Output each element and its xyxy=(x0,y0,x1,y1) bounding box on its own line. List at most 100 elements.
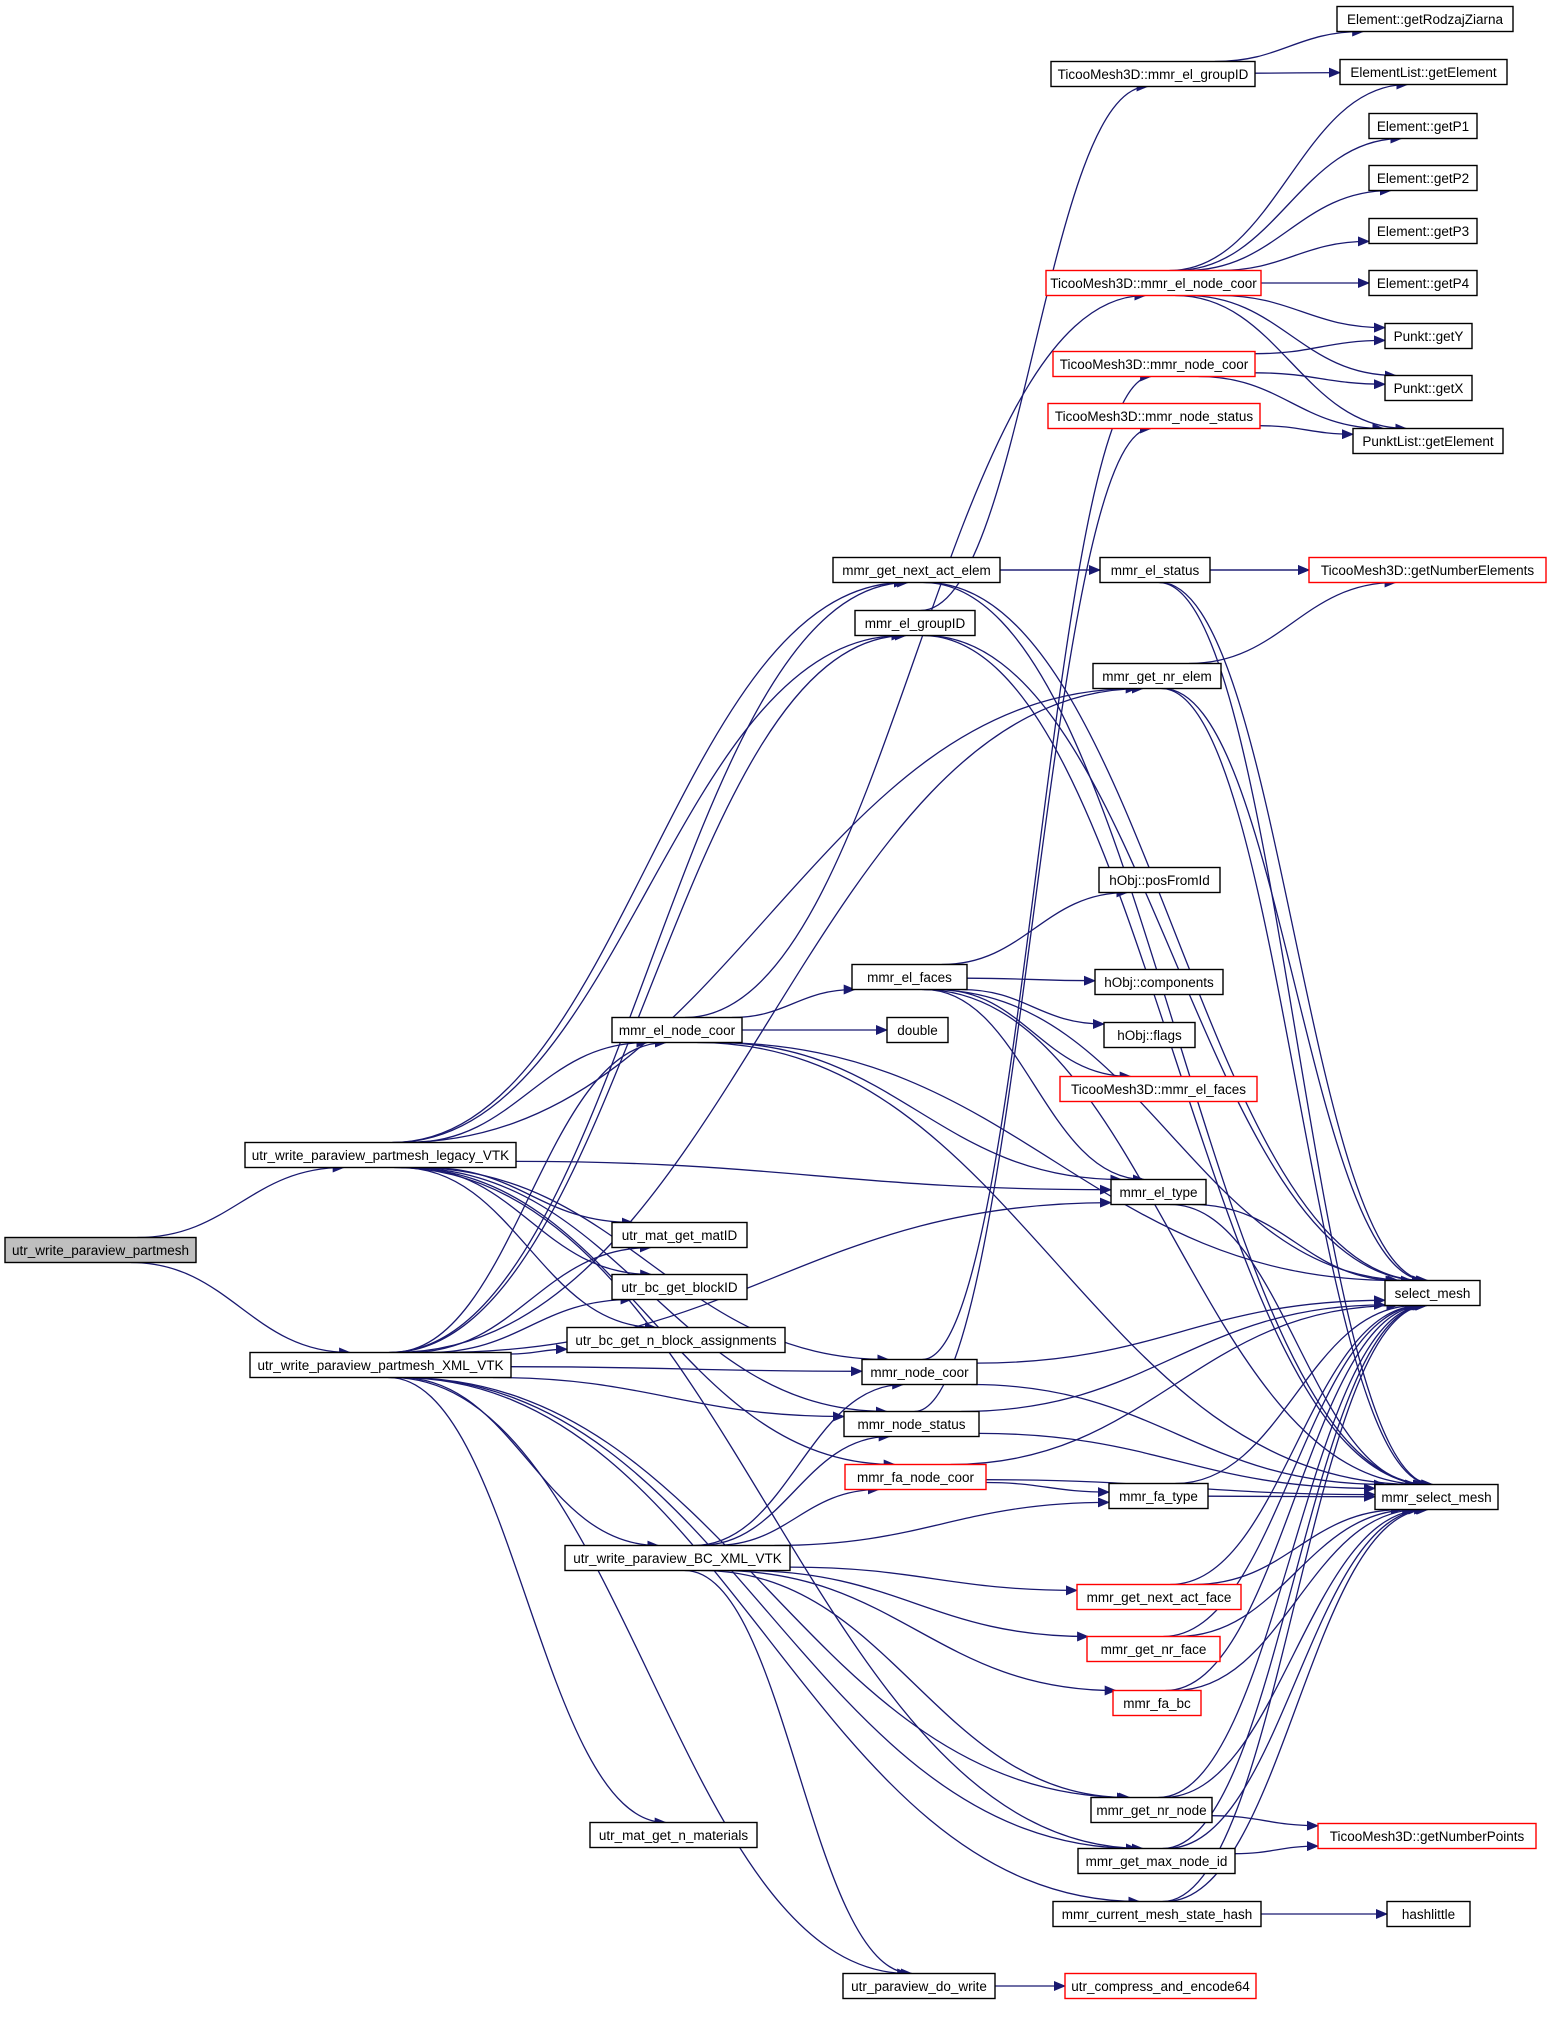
node-nrface[interactable]: mmr_get_nr_face xyxy=(1086,1635,1221,1663)
node-elgroupid[interactable]: mmr_el_groupID xyxy=(854,609,976,637)
node-root[interactable]: utr_write_paraview_partmesh xyxy=(4,1236,197,1264)
node-label: mmr_fa_node_coor xyxy=(857,1470,975,1485)
edge-arrow xyxy=(510,1344,568,1355)
node-label: mmr_el_groupID xyxy=(865,616,966,631)
node-box xyxy=(249,1351,512,1379)
edge-arrow xyxy=(920,81,1149,612)
node-punktlist[interactable]: PunktList::getElement xyxy=(1352,427,1504,455)
edge-nodecoor-to-selectmesh xyxy=(976,1295,1386,1364)
node-tmelfaces[interactable]: TicooMesh3D::mmr_el_faces xyxy=(1059,1075,1258,1103)
node-numelems[interactable]: TicooMesh3D::getNumberElements xyxy=(1308,556,1547,584)
node-matid[interactable]: utr_mat_get_matID xyxy=(611,1221,748,1249)
node-hashlittle[interactable]: hashlittle xyxy=(1386,1900,1471,1928)
edge-arrow xyxy=(941,887,1129,966)
node-getp4[interactable]: Element::getP4 xyxy=(1368,269,1478,297)
node-components[interactable]: hObj::components xyxy=(1094,968,1224,996)
node-tmelnodecoor[interactable]: TicooMesh3D::mmr_el_node_coor xyxy=(1045,269,1262,297)
node-nextactelem[interactable]: mmr_get_next_act_elem xyxy=(832,556,1001,584)
edge-root-to-xml xyxy=(130,1261,352,1358)
node-getp3[interactable]: Element::getP3 xyxy=(1368,217,1478,245)
node-getp2[interactable]: Element::getP2 xyxy=(1368,164,1478,192)
edge-hash-to-mmrselect xyxy=(1165,1504,1430,1903)
node-label: mmr_fa_type xyxy=(1119,1489,1198,1504)
node-box xyxy=(842,1972,996,2000)
node-box xyxy=(611,1273,748,1301)
edge-arrow xyxy=(401,1166,896,1470)
node-tmnodecoor[interactable]: TicooMesh3D::mmr_node_coor xyxy=(1052,350,1256,378)
node-box xyxy=(1108,1482,1209,1510)
edge-arrow xyxy=(1158,581,1434,1490)
edge-arrow xyxy=(924,634,1424,1286)
node-mmrselect[interactable]: mmr_select_mesh xyxy=(1374,1483,1499,1511)
node-label: utr_write_paraview_BC_XML_VTK xyxy=(573,1551,782,1566)
edge-arrow xyxy=(1163,1300,1424,1638)
node-flags[interactable]: hObj::flags xyxy=(1103,1021,1196,1049)
node-selectmesh[interactable]: select_mesh xyxy=(1384,1279,1481,1307)
node-numpoints[interactable]: TicooMesh3D::getNumberPoints xyxy=(1317,1822,1537,1850)
node-eltype[interactable]: mmr_el_type xyxy=(1110,1178,1207,1206)
edge-eltype-to-selectmesh xyxy=(1192,1203,1400,1286)
node-bcxml[interactable]: utr_write_paraview_BC_XML_VTK xyxy=(564,1544,791,1572)
edge-xml-to-matid xyxy=(409,1242,652,1354)
node-legacy[interactable]: utr_write_paraview_partmesh_legacy_VTK xyxy=(244,1141,517,1169)
node-nrelem[interactable]: mmr_get_nr_elem xyxy=(1092,662,1222,690)
edge-arrow xyxy=(1192,1203,1400,1286)
node-ellistget[interactable]: ElementList::getElement xyxy=(1339,58,1508,86)
node-elstatus[interactable]: mmr_el_status xyxy=(1099,556,1211,584)
edge-arrow xyxy=(1170,1300,1423,1586)
edge-arrow xyxy=(1158,1300,1427,1799)
node-double[interactable]: double xyxy=(886,1016,949,1044)
edge-maxnode-to-mmrselect xyxy=(1166,1504,1428,1850)
node-getp1[interactable]: Element::getP1 xyxy=(1368,112,1478,140)
node-maxnode[interactable]: mmr_get_max_node_id xyxy=(1077,1847,1236,1875)
node-tmnodestatus[interactable]: TicooMesh3D::mmr_node_status xyxy=(1047,402,1261,430)
node-nodestatus[interactable]: mmr_node_status xyxy=(843,1410,980,1438)
node-label: mmr_el_status xyxy=(1111,563,1200,578)
edge-root-to-legacy xyxy=(137,1162,345,1239)
node-xml[interactable]: utr_write_paraview_partmesh_XML_VTK xyxy=(249,1351,512,1379)
edge-nrelem-to-numelems xyxy=(1188,577,1397,665)
node-box xyxy=(1059,1075,1258,1103)
node-label: Element::getP3 xyxy=(1377,224,1469,239)
node-label: utr_write_paraview_partmesh_XML_VTK xyxy=(257,1358,503,1373)
node-rodzaj[interactable]: Element::getRodzajZiarna xyxy=(1336,5,1514,33)
node-punkty[interactable]: Punkt::getY xyxy=(1384,322,1473,350)
edge-tmelnodecoor-to-punktlist xyxy=(1175,294,1408,434)
edge-xml-to-dowrite xyxy=(391,1376,910,1979)
node-elnodecoor[interactable]: mmr_el_node_coor xyxy=(611,1016,743,1044)
edge-maxnode-to-numpoints xyxy=(1234,1841,1319,1855)
edge-elfaces-to-components xyxy=(966,975,1096,986)
node-fabc[interactable]: mmr_fa_bc xyxy=(1112,1689,1202,1717)
node-dowrite[interactable]: utr_paraview_do_write xyxy=(842,1972,996,2000)
node-posfromid[interactable]: hObj::posFromId xyxy=(1098,866,1221,894)
node-blockid[interactable]: utr_bc_get_blockID xyxy=(611,1273,748,1301)
edge-arrow xyxy=(1259,425,1354,440)
node-fanodecoor[interactable]: mmr_fa_node_coor xyxy=(844,1463,987,1491)
edge-arrow xyxy=(1188,577,1397,665)
node-elfaces[interactable]: mmr_el_faces xyxy=(851,963,968,991)
node-nmat[interactable]: utr_mat_get_n_materials xyxy=(589,1821,758,1849)
node-nodecoor[interactable]: mmr_node_coor xyxy=(861,1358,978,1386)
edge-legacy-to-blockid xyxy=(408,1166,653,1280)
node-compress[interactable]: utr_compress_and_encode64 xyxy=(1064,1972,1257,2000)
node-tmgroupid[interactable]: TicooMesh3D::mmr_el_groupID xyxy=(1050,60,1256,88)
edge-arrow xyxy=(714,1484,880,1547)
edge-nodestatus-to-selectmesh xyxy=(961,1299,1386,1413)
node-label: Element::getRodzajZiarna xyxy=(1347,12,1504,27)
node-nextactface[interactable]: mmr_get_next_act_face xyxy=(1076,1583,1242,1611)
node-punktx[interactable]: Punkt::getX xyxy=(1384,374,1473,402)
node-hash[interactable]: mmr_current_mesh_state_hash xyxy=(1052,1900,1262,1928)
node-box xyxy=(1098,866,1221,894)
edge-nrface-to-selectmesh xyxy=(1163,1300,1424,1638)
node-nblock[interactable]: utr_bc_get_n_block_assignments xyxy=(566,1326,786,1354)
edge-legacy-to-nblock xyxy=(400,1166,657,1333)
edge-arrow xyxy=(1218,236,1370,272)
node-nrnode[interactable]: mmr_get_nr_node xyxy=(1090,1796,1213,1824)
node-box xyxy=(1090,1796,1213,1824)
edge-xml-to-blockid xyxy=(428,1294,633,1354)
node-label: utr_paraview_do_write xyxy=(851,1979,987,1994)
edge-arrow xyxy=(394,683,1144,1354)
node-fatype[interactable]: mmr_fa_type xyxy=(1108,1482,1209,1510)
edge-arrow xyxy=(1207,1491,1376,1502)
